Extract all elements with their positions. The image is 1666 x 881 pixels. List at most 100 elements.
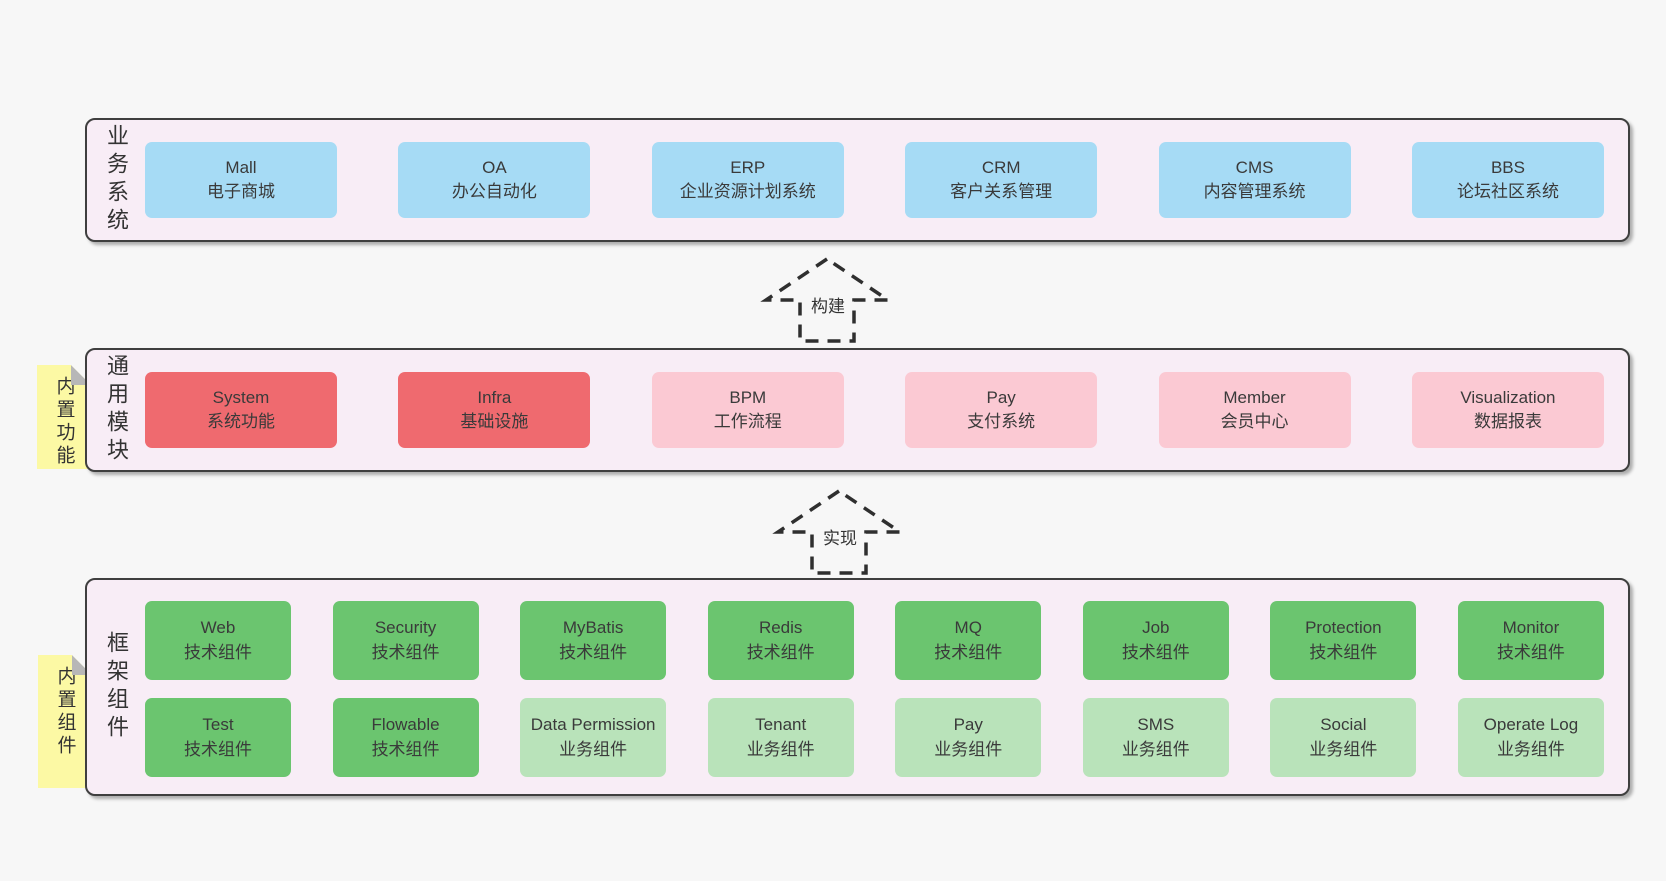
box-title: Test (202, 715, 234, 735)
band-label-framework-components: 框架组件 (104, 631, 129, 743)
box-subtitle: 内容管理系统 (1203, 182, 1306, 201)
common-modules-boxes: System 系统功能 Infra 基础设施 BPM 工作流程 Pay 支付系统… (145, 350, 1604, 470)
band-common-modules: 通用模块 System 系统功能 Infra 基础设施 BPM 工作流程 Pay… (85, 348, 1630, 472)
box-subtitle: 支付系统 (967, 412, 1036, 431)
box-subtitle: 技术组件 (371, 739, 440, 759)
box-title: BBS (1490, 157, 1525, 177)
box-redis: Redis 技术组件 (707, 601, 854, 680)
box-bpm: BPM 工作流程 (651, 372, 844, 448)
box-title: Mall (225, 157, 257, 177)
box-sms: SMS 业务组件 (1082, 698, 1229, 777)
box-member: Member 会员中心 (1158, 372, 1351, 448)
box-title: CRM (981, 157, 1021, 177)
band-business-systems: 业务系统 Mall 电子商城 OA 办公自动化 ERP 企业资源计划系统 CRM… (85, 118, 1630, 242)
box-crm: CRM 客户关系管理 (905, 142, 1098, 218)
box-subtitle: 企业资源计划系统 (679, 182, 816, 201)
box-title: Data Permission (530, 715, 656, 735)
framework-row-2: Test 技术组件 Flowable 技术组件 Data Permission … (145, 698, 1604, 777)
box-title: Protection (1305, 618, 1382, 638)
box-title: Tenant (755, 715, 807, 735)
box-oa: OA 办公自动化 (398, 142, 591, 218)
box-mybatis: MyBatis 技术组件 (520, 601, 667, 680)
box-title: Flowable (371, 715, 440, 735)
box-subtitle: 数据报表 (1473, 412, 1542, 431)
box-subtitle: 业务组件 (1496, 739, 1565, 759)
box-pay-system: Pay 支付系统 (905, 372, 1098, 448)
box-subtitle: 业务组件 (1309, 739, 1378, 759)
box-subtitle: 系统功能 (207, 412, 275, 431)
box-title: OA (482, 157, 507, 177)
sticky-note-builtin-features: 内置功能 (37, 365, 91, 469)
box-subtitle: 业务组件 (934, 739, 1003, 759)
arrow-build-label: 构建 (809, 292, 847, 317)
box-subtitle: 技术组件 (1309, 642, 1378, 662)
box-title: CMS (1235, 157, 1274, 177)
box-subtitle: 会员中心 (1220, 412, 1289, 431)
box-mq: MQ 技术组件 (895, 601, 1042, 680)
dashed-up-arrow-icon (760, 256, 894, 343)
box-subtitle: 电子商城 (207, 182, 275, 201)
box-protection: Protection 技术组件 (1270, 601, 1417, 680)
box-web: Web 技术组件 (145, 601, 291, 680)
box-system: System 系统功能 (145, 372, 337, 448)
box-subtitle: 工作流程 (713, 412, 782, 431)
box-erp: ERP 企业资源计划系统 (651, 142, 844, 218)
box-operate-log: Operate Log 业务组件 (1457, 698, 1604, 777)
box-subtitle: 业务组件 (559, 739, 628, 759)
box-test: Test 技术组件 (145, 698, 291, 777)
arrow-build: 构建 (760, 255, 896, 345)
box-data-permission: Data Permission 业务组件 (520, 698, 667, 777)
box-title: MyBatis (562, 618, 624, 638)
box-subtitle: 技术组件 (184, 642, 252, 662)
box-title: Member (1223, 387, 1286, 407)
framework-row-1: Web 技术组件 Security 技术组件 MyBatis 技术组件 Redi… (145, 601, 1604, 680)
box-title: MQ (954, 618, 982, 638)
box-subtitle: 技术组件 (371, 642, 440, 662)
arrow-implement: 实现 (772, 487, 908, 577)
framework-components-grid: Web 技术组件 Security 技术组件 MyBatis 技术组件 Redi… (145, 601, 1604, 777)
band-framework-components: 框架组件 Web 技术组件 Security 技术组件 MyBatis 技术组件… (85, 578, 1630, 796)
box-flowable: Flowable 技术组件 (332, 698, 479, 777)
box-monitor: Monitor 技术组件 (1457, 601, 1604, 680)
box-title: Pay (953, 715, 983, 735)
business-systems-boxes: Mall 电子商城 OA 办公自动化 ERP 企业资源计划系统 CRM 客户关系… (145, 120, 1604, 240)
box-mall: Mall 电子商城 (145, 142, 337, 218)
box-tenant: Tenant 业务组件 (707, 698, 854, 777)
box-subtitle: 技术组件 (1121, 642, 1190, 662)
box-infra: Infra 基础设施 (398, 372, 591, 448)
box-title: Security (374, 618, 437, 638)
box-title: Infra (477, 387, 512, 407)
box-subtitle: 客户关系管理 (950, 182, 1053, 201)
box-title: System (212, 387, 270, 407)
box-subtitle: 办公自动化 (451, 182, 537, 201)
box-subtitle: 技术组件 (184, 739, 252, 759)
box-title: BPM (729, 387, 767, 407)
sticky-note-builtin-components: 内置组件 (38, 655, 92, 788)
sticky-note-text: 内置组件 (54, 666, 76, 758)
box-cms: CMS 内容管理系统 (1158, 142, 1351, 218)
box-job: Job 技术组件 (1082, 601, 1229, 680)
box-subtitle: 技术组件 (746, 642, 815, 662)
box-bbs: BBS 论坛社区系统 (1411, 142, 1604, 218)
box-visualization: Visualization 数据报表 (1411, 372, 1604, 448)
box-title: Social (1320, 715, 1367, 735)
band-label-business-systems: 业务系统 (104, 124, 129, 236)
box-subtitle: 技术组件 (934, 642, 1003, 662)
box-title: Web (200, 618, 236, 638)
box-title: Operate Log (1483, 715, 1579, 735)
box-subtitle: 论坛社区系统 (1456, 182, 1559, 201)
sticky-note-text: 内置功能 (53, 376, 75, 468)
box-subtitle: 技术组件 (1496, 642, 1565, 662)
box-subtitle: 技术组件 (559, 642, 628, 662)
band-label-common-modules: 通用模块 (104, 354, 129, 466)
arrow-implement-label: 实现 (821, 524, 859, 549)
box-subtitle: 业务组件 (1121, 739, 1190, 759)
box-title: Job (1142, 618, 1170, 638)
box-subtitle: 业务组件 (746, 739, 815, 759)
box-title: Pay (986, 387, 1016, 407)
box-title: ERP (730, 157, 766, 177)
box-title: Redis (758, 618, 803, 638)
box-title: Monitor (1502, 618, 1560, 638)
box-title: SMS (1137, 715, 1175, 735)
